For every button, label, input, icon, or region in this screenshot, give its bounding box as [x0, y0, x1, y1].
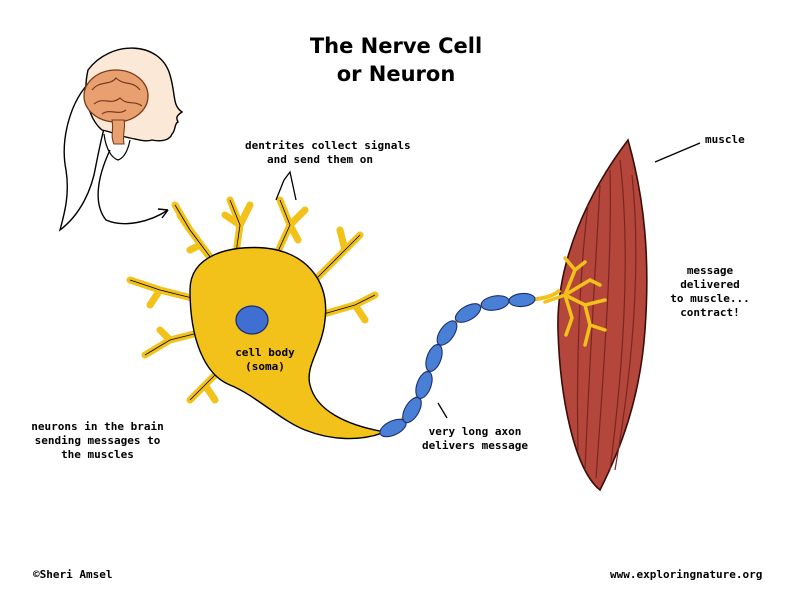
- brain-neurons-label-line-1: neurons in the brain: [31, 420, 164, 433]
- muscle-label: muscle: [705, 133, 745, 146]
- brain-neurons-label: neurons in the brain sending messages to…: [30, 420, 165, 462]
- title-line-1: The Nerve Cell: [309, 34, 483, 58]
- message-label-line-2: delivered: [680, 278, 740, 291]
- cell-body-label: cell body (soma): [225, 346, 305, 374]
- message-label: message delivered to muscle... contract!: [660, 264, 760, 320]
- website-url: www.exploringnature.org: [610, 568, 763, 581]
- dendrites-label: dentrites collect signals and send them …: [245, 139, 411, 167]
- title-line-2: or Neuron: [336, 62, 456, 86]
- dendrite-leader-lines: [275, 170, 297, 201]
- axon-label-line-2: delivers message: [422, 439, 528, 452]
- cell-body: [189, 246, 388, 440]
- myelin-segment: [436, 320, 458, 346]
- myelin-segment: [508, 292, 536, 308]
- copyright-text: ©Sheri Amsel: [33, 568, 113, 581]
- neuron-illustration: [126, 196, 607, 440]
- cell-body-label-line-2: (soma): [245, 360, 285, 373]
- cell-body-label-line-1: cell body: [235, 346, 295, 359]
- neck: [103, 133, 131, 161]
- myelin-sheaths: [379, 292, 536, 438]
- message-label-line-3: to muscle...: [670, 292, 750, 305]
- head-illustration: [58, 47, 184, 232]
- axon-leader-line: [437, 402, 448, 419]
- dendrite-outlines: [129, 199, 376, 401]
- axon-label: very long axon delivers message: [420, 425, 530, 453]
- myelin-segment: [415, 371, 433, 399]
- brain-stem: [111, 119, 126, 145]
- axon-terminals: [543, 256, 607, 347]
- brain-folds: [91, 77, 143, 115]
- muscle-leader-line: [654, 142, 701, 163]
- message-label-line-4: contract!: [680, 306, 740, 319]
- message-label-line-1: message: [686, 264, 734, 277]
- brain-to-neuron-arrow: [97, 149, 169, 225]
- myelin-segment: [454, 303, 482, 323]
- brain-neurons-label-line-3: the muscles: [61, 448, 134, 461]
- muscle-striations: [576, 159, 637, 479]
- nucleus: [235, 305, 269, 335]
- dendrites-label-line-1: dentrites collect signals: [245, 139, 411, 152]
- muscle-illustration: [557, 138, 648, 492]
- axon-label-line-1: very long axon: [428, 425, 522, 438]
- myelin-segment: [425, 344, 443, 372]
- brain-neurons-label-line-2: sending messages to: [34, 434, 161, 447]
- myelin-segment: [480, 295, 510, 311]
- dendrites-label-line-2: and send them on: [267, 153, 373, 166]
- arrowhead: [157, 208, 169, 219]
